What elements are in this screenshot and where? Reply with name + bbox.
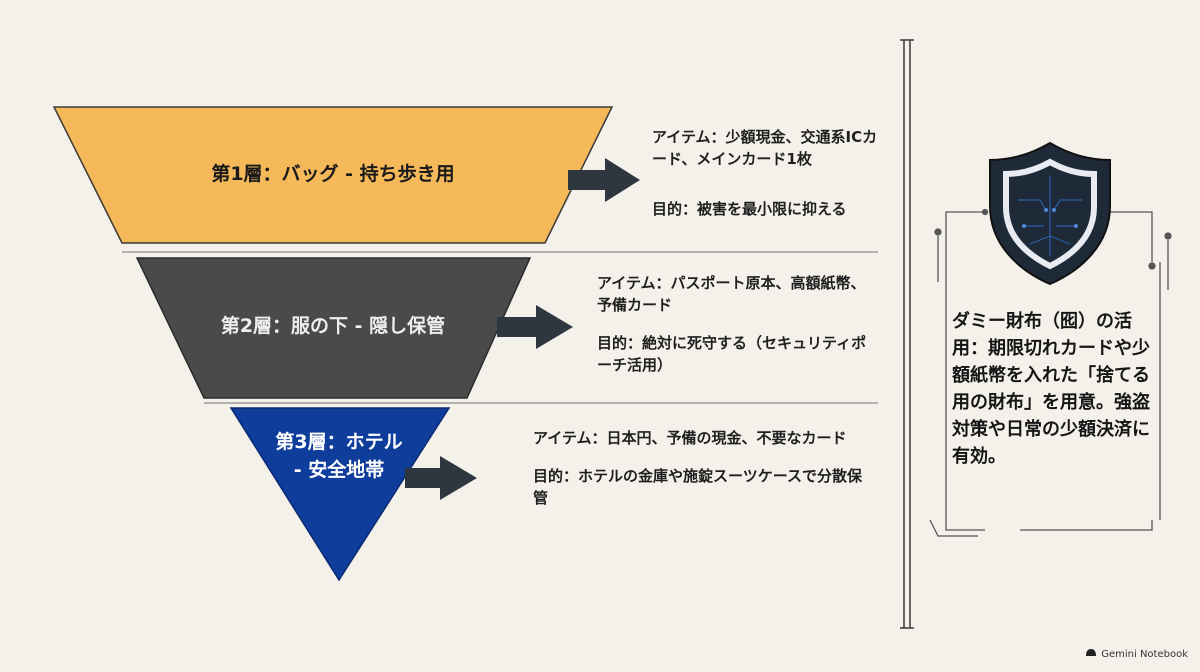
- layer-3-shape: [229, 407, 451, 582]
- arrow-icon: [497, 305, 573, 349]
- layer-2-label: 第2層：服の下 - 隠し保管: [220, 315, 446, 337]
- dummy-wallet-note: ダミー財布（囮）の活用：期限切れカードや少額紙幣を入れた「捨てる用の財布」を用意…: [952, 311, 1150, 467]
- brand-footer: Gemini Notebook: [1085, 648, 1188, 660]
- layer-1-purpose: 目的：被害を最小限に抑える: [652, 200, 847, 218]
- layer-2-items: アイテム：パスポート原本、高額紙幣、予備カード: [597, 274, 866, 314]
- layer-1-items: アイテム：少額現金、交通系ICカード、メインカード1枚: [652, 128, 878, 168]
- layer-1-label: 第1層：バッグ - 持ち歩き用: [211, 163, 455, 185]
- arrow-icon: [405, 456, 477, 500]
- vertical-divider: [900, 39, 914, 629]
- layer-3-label-line-1: 第3層：ホテル: [275, 431, 403, 453]
- layer-3-label: 第3層：ホテル - 安全地帯: [250, 428, 428, 484]
- brand-logo-icon: [1085, 648, 1097, 660]
- layer-2-purpose: 目的：絶対に死守する（セキュリティポーチ活用）: [597, 334, 867, 374]
- layer-3-label-line-2: - 安全地帯: [293, 459, 385, 481]
- arrow-icon: [568, 158, 640, 202]
- layer-2-shape: [135, 257, 532, 399]
- layer-3-purpose: 目的：ホテルの金庫や施錠スーツケースで分散保管: [533, 467, 862, 507]
- layer-3-description: アイテム：日本円、予備の現金、不要なカード 目的：ホテルの金庫や施錠スーツケース…: [533, 427, 873, 509]
- brand-name: Gemini Notebook: [1101, 648, 1188, 660]
- layer-1-shape: [52, 106, 614, 244]
- layer-1-description: アイテム：少額現金、交通系ICカード、メインカード1枚 目的：被害を最小限に抑え…: [652, 126, 884, 220]
- layer-2-description: アイテム：パスポート原本、高額紙幣、予備カード 目的：絶対に死守する（セキュリテ…: [597, 272, 869, 376]
- layer-3-items: アイテム：日本円、予備の現金、不要なカード: [533, 429, 847, 447]
- circuit-frame: [929, 208, 1172, 537]
- shield-icon: [989, 141, 1111, 286]
